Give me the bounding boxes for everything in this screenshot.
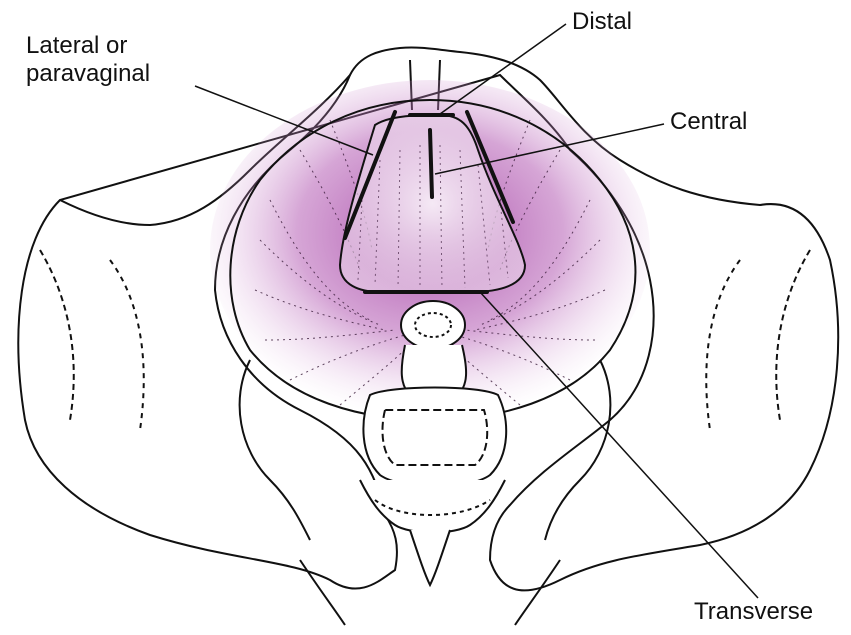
label-lateral-or-paravaginal: Lateral or paravaginal — [26, 32, 150, 88]
label-lateral-line2: paravaginal — [26, 60, 150, 88]
central-defect — [430, 130, 432, 197]
anal-ring — [401, 301, 466, 395]
label-lateral-line1: Lateral or — [26, 32, 150, 60]
label-distal: Distal — [572, 8, 632, 36]
label-transverse: Transverse — [694, 598, 813, 626]
label-central: Central — [670, 108, 747, 136]
